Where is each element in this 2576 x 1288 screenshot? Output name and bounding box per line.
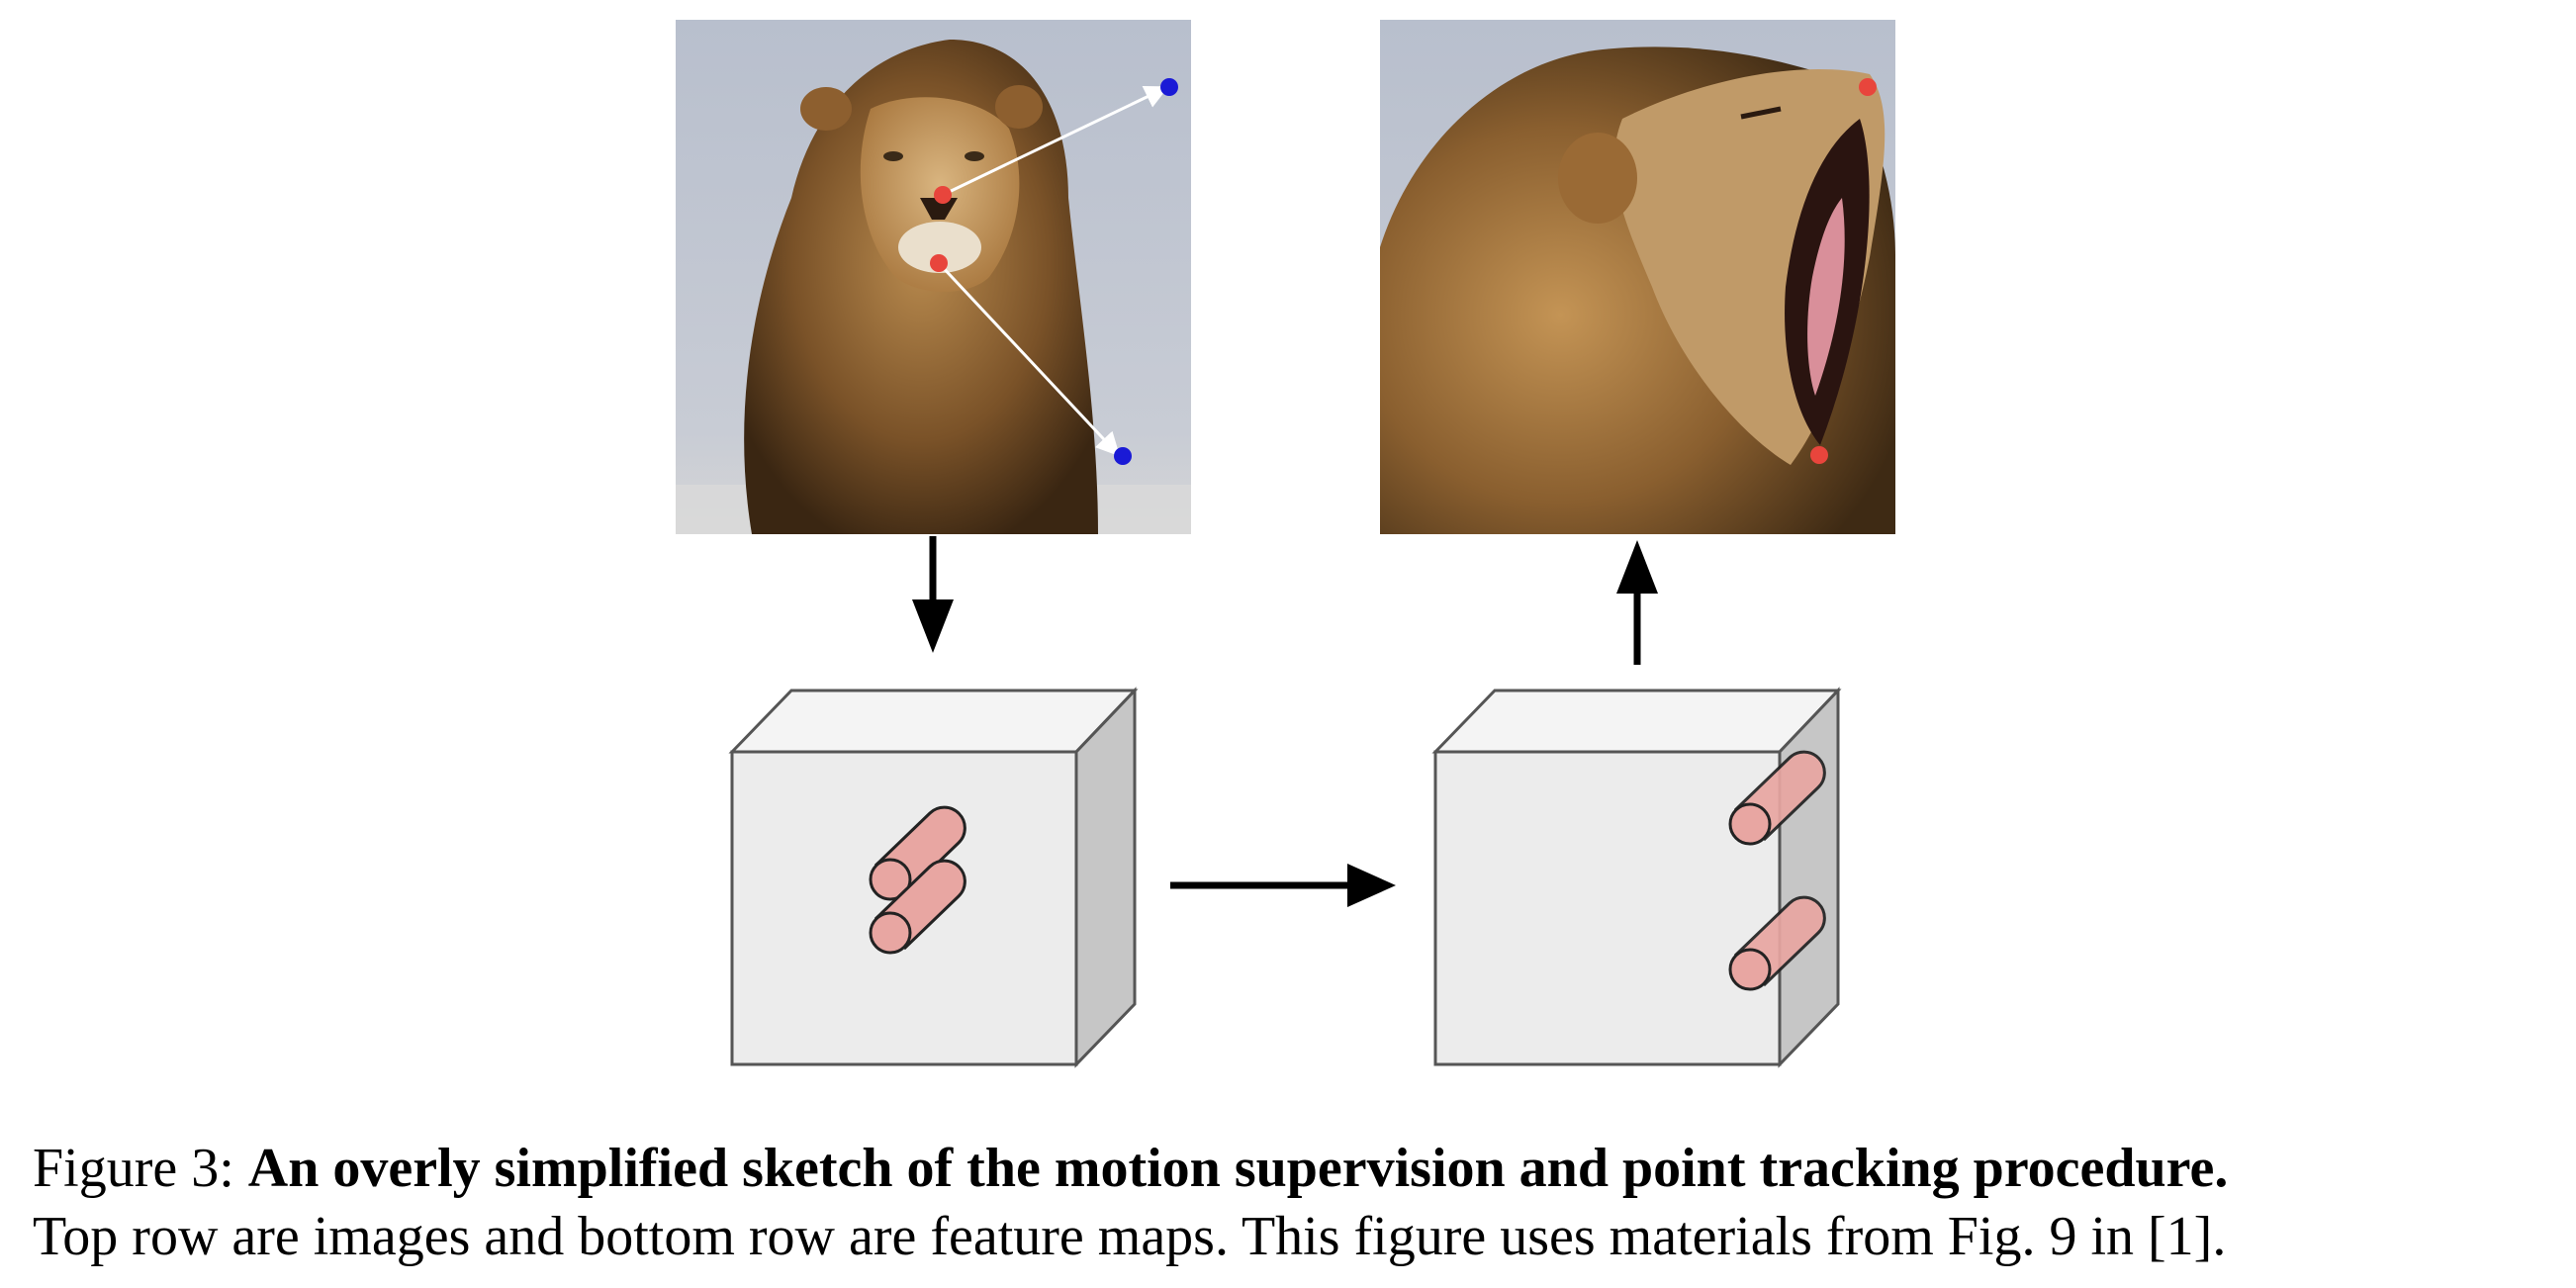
feature-patch-1 [869, 805, 966, 901]
handle-point-1 [934, 186, 952, 204]
handle-point-2 [930, 254, 948, 272]
down-arrow [912, 536, 954, 653]
target-point-2 [1114, 447, 1132, 465]
feature-patch-2 [869, 859, 966, 955]
tracked-point-1 [1859, 78, 1877, 96]
caption-label: Figure 3: [33, 1138, 248, 1199]
motion-arrow-1 [942, 85, 1169, 197]
output-feature-map [1431, 687, 1842, 1068]
input-image [676, 20, 1191, 534]
caption-line-1: Figure 3: An overly simplified sketch of… [33, 1141, 2565, 1196]
up-arrow [1616, 540, 1658, 665]
caption-title: An overly simplified sketch of the motio… [247, 1138, 2229, 1199]
motion-arrow-2 [937, 261, 1121, 457]
target-point-1 [1160, 78, 1178, 96]
feature-patch-1 [1728, 750, 1826, 846]
right-arrow [1170, 864, 1396, 907]
output-image [1380, 20, 1895, 534]
feature-patch-2 [1728, 895, 1826, 991]
input-feature-map [728, 687, 1139, 1068]
caption-line-2: Top row are images and bottom row are fe… [33, 1206, 2227, 1267]
tracked-point-2 [1810, 446, 1828, 464]
